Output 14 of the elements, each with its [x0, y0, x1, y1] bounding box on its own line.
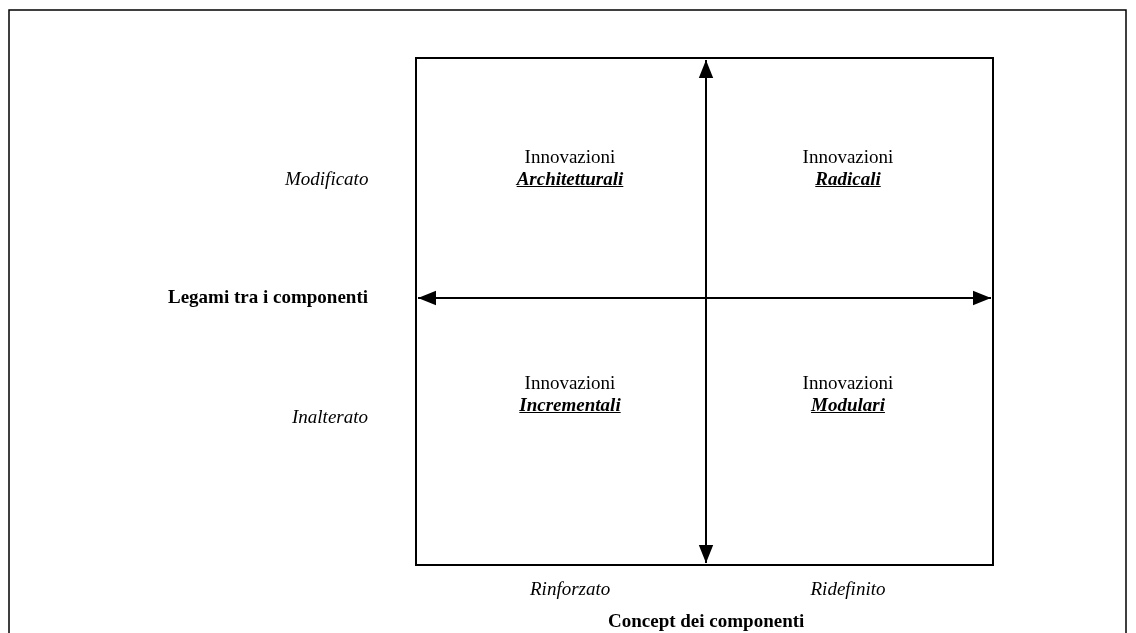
- quadrant-heading: Innovazioni: [802, 146, 894, 168]
- axis-value-label: Modificato: [285, 168, 369, 190]
- quadrant-heading: Innovazioni: [524, 372, 616, 394]
- axis-value-label: Rinforzato: [530, 578, 611, 600]
- axis-title: Legami tra i componenti: [168, 286, 368, 308]
- axis-value-label: Inalterato: [292, 406, 368, 428]
- quadrant-title: Radicali: [815, 168, 881, 190]
- axis-title: Concept dei componenti: [608, 610, 805, 632]
- quadrant-heading: Innovazioni: [524, 146, 616, 168]
- quadrant-heading: Innovazioni: [802, 372, 894, 394]
- quadrant-title: Modulari: [811, 394, 885, 416]
- quadrant-title: Architetturali: [516, 168, 624, 190]
- axis-value-label: Ridefinito: [810, 578, 886, 600]
- quadrant-title: Incrementali: [519, 394, 621, 416]
